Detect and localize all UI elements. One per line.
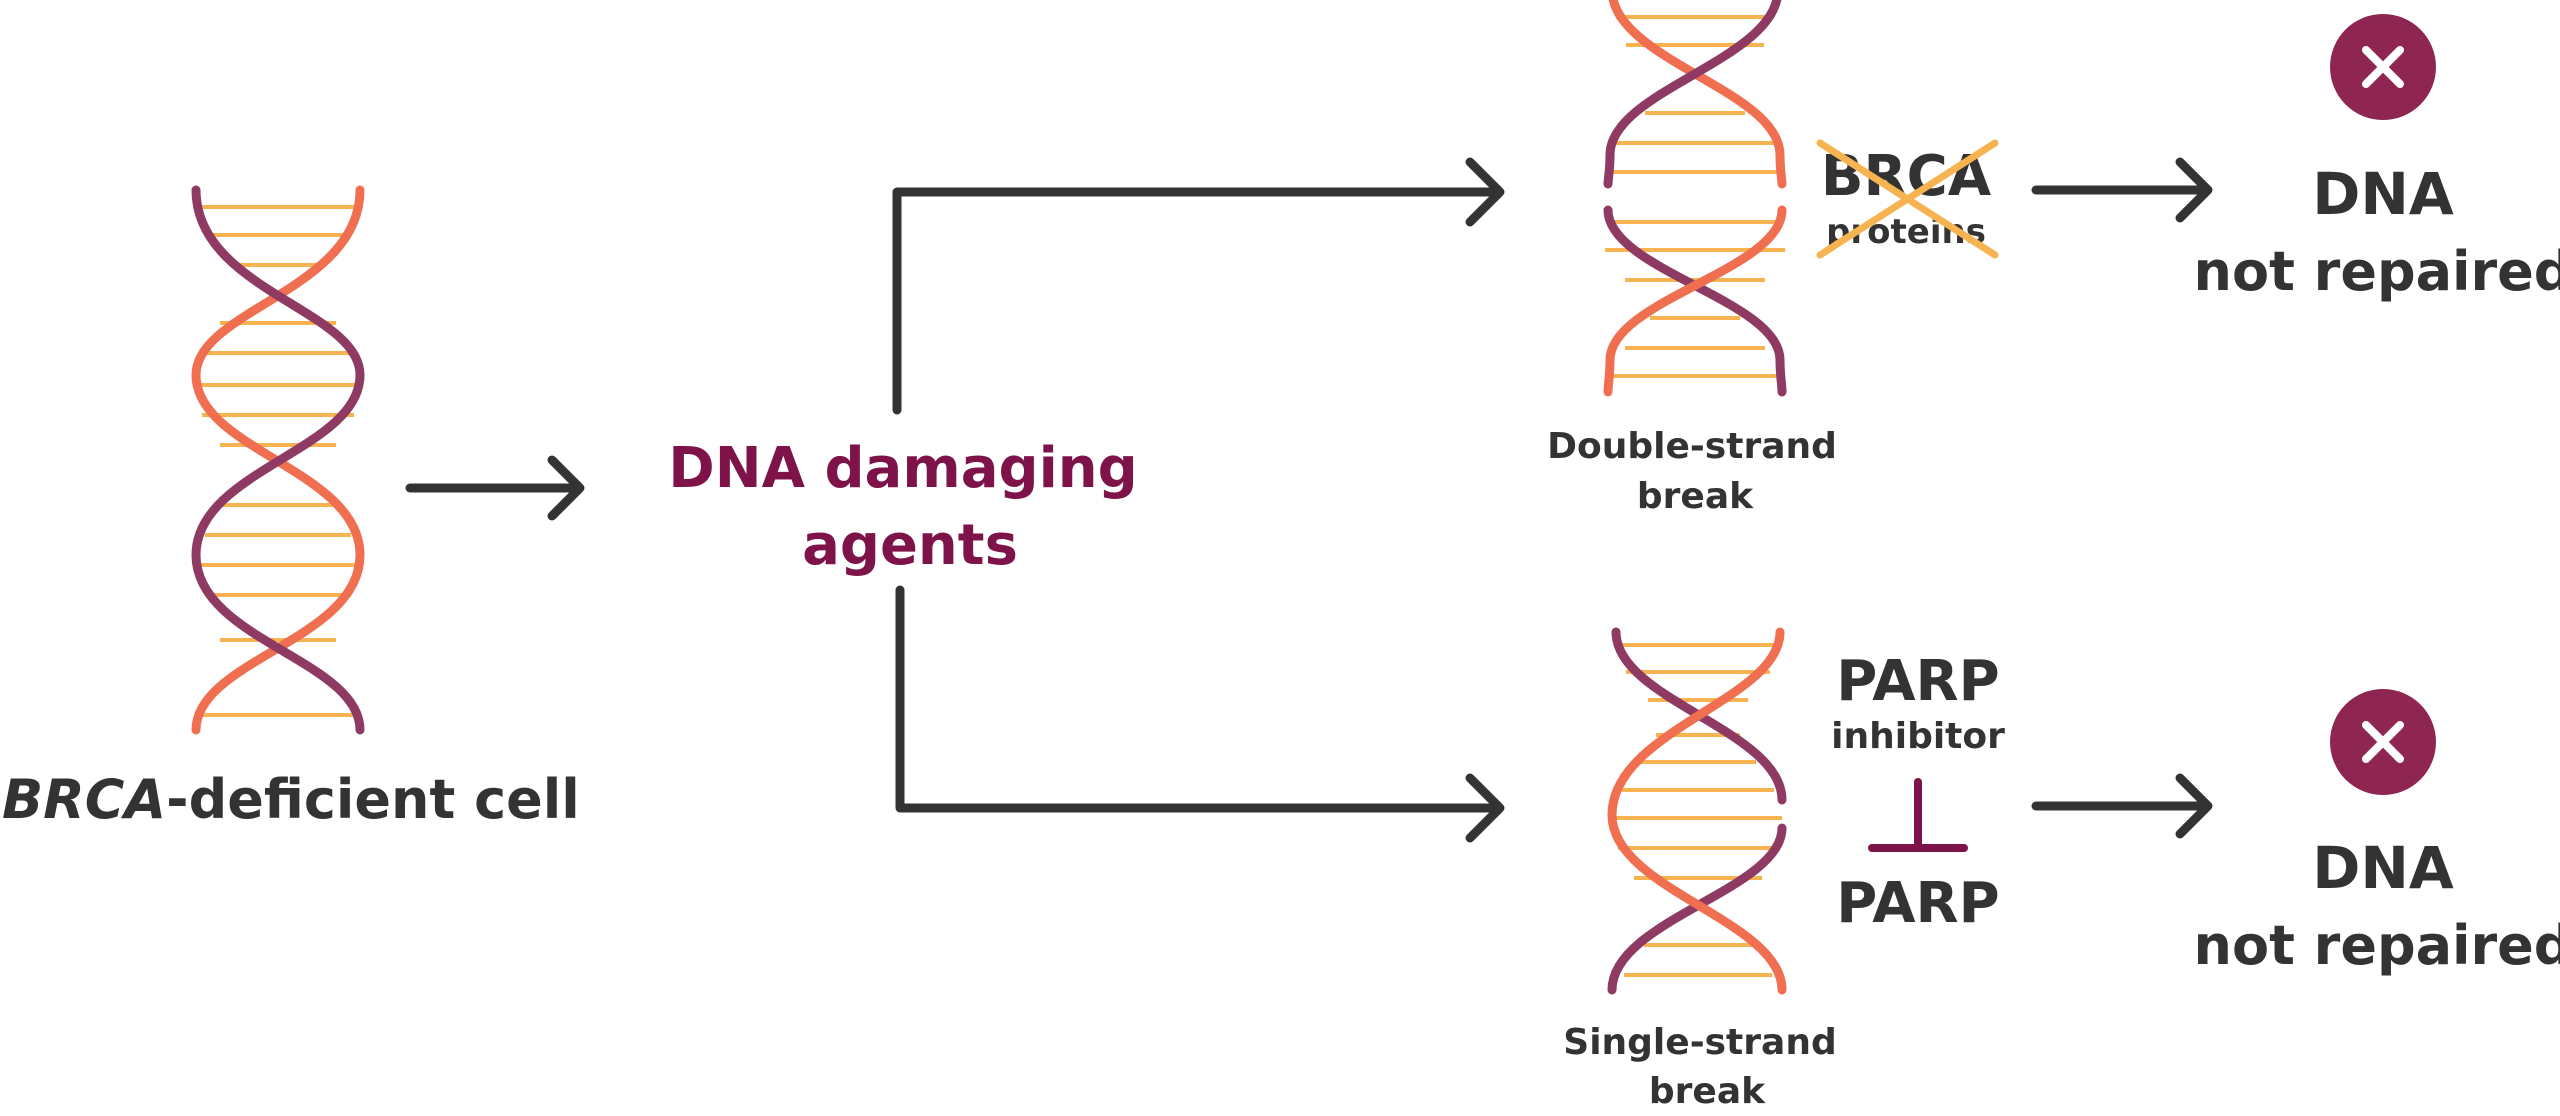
outcome-top-line1: DNA [2312,160,2454,228]
double-strand-break-line2: break [1637,476,1754,517]
dna-helix-icon [191,185,365,735]
branch-arrow-top [892,157,1505,415]
dna-double-strand-break-icon [1603,0,1787,397]
x-circle-icon [2330,14,2436,120]
parp-inhibitor-line1: PARP [1836,649,1999,714]
parp-label: PARP [1836,871,1999,936]
parp-inhibitor-line2: inhibitor [1831,716,2005,757]
branch-arrow-bottom [895,585,1505,843]
dna-damaging-agents-line1: DNA damaging [668,436,1137,501]
cross-out-icon [1816,139,1999,259]
outcome-bottom-line2: not repaired [2194,914,2560,977]
x-circle-icon [2330,689,2436,795]
arrow-to-outcome-bottom [2031,773,2213,839]
arrow-to-outcome-top [2031,157,2213,223]
inhibition-t-icon [1868,778,1968,852]
brca-deficient-cell-label: BRCA-deficient cell [2,768,580,831]
brca-suffix-text: -deficient cell [166,768,580,831]
outcome-top-line2: not repaired [2194,240,2560,303]
dna-damaging-agents-line2: agents [802,513,1018,578]
outcome-bottom-line1: DNA [2312,834,2454,902]
single-strand-break-line1: Single-strand [1563,1022,1836,1063]
dna-single-strand-break-icon [1607,627,1787,995]
single-strand-break-line2: break [1649,1071,1766,1112]
brca-gene-italic: BRCA [2,768,166,831]
double-strand-break-line1: Double-strand [1547,426,1837,467]
arrow-cell-to-agents [405,455,585,521]
